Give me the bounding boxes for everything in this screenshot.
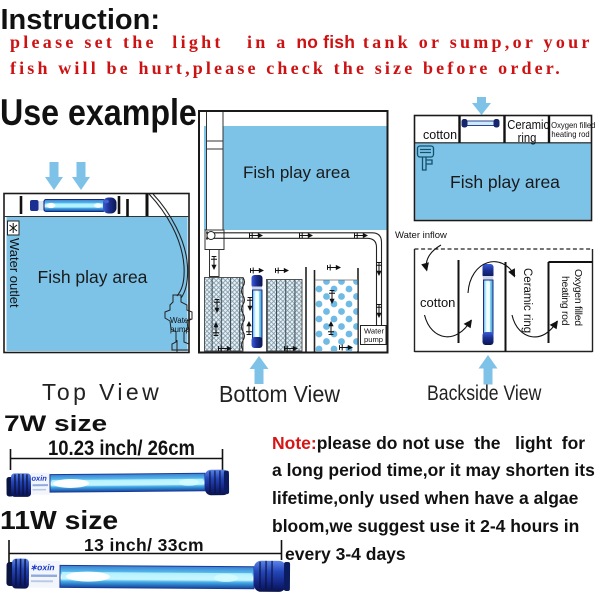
svg-text:pump: pump: [364, 335, 383, 344]
svg-text:Water: Water: [170, 316, 191, 325]
svg-text:pump: pump: [170, 325, 191, 334]
svg-text:Water: Water: [364, 327, 384, 336]
svg-text:∗oxin: ∗oxin: [30, 562, 55, 572]
svg-text:Water outlet: Water outlet: [7, 238, 22, 308]
svg-text:oxin: oxin: [31, 474, 47, 483]
